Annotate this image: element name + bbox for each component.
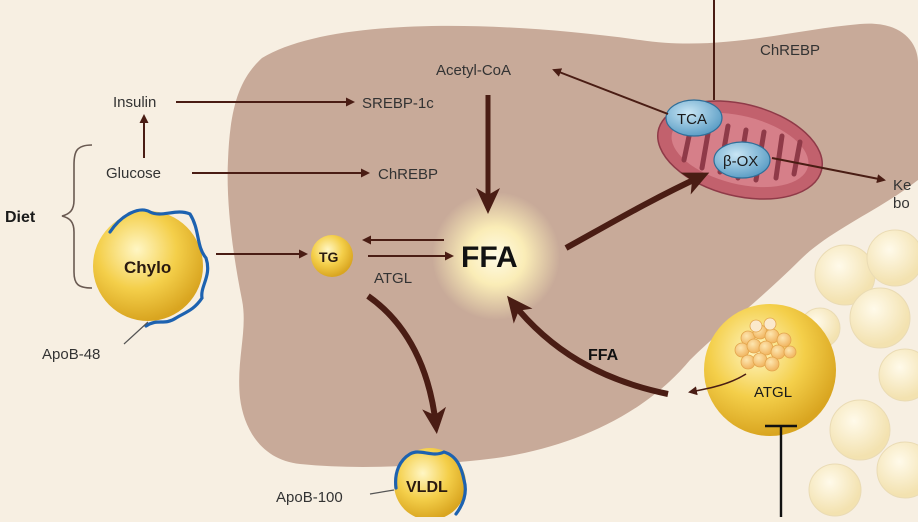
apob48-chain [108, 208, 210, 328]
chrebp-liver-label: ChREBP [378, 166, 438, 183]
acetyl-coa-label: Acetyl-CoA [436, 62, 511, 79]
tca-to-acetylcoa-arrow [552, 68, 669, 115]
atgl-liver-label: ATGL [374, 270, 412, 287]
ffa-to-betaox-arrow [564, 172, 710, 251]
vldl-particle: VLDL [394, 448, 467, 520]
beta-ox-label: β-OX [723, 153, 758, 170]
tca-node: TCA [665, 99, 723, 137]
betaox-to-ketone-arrow [771, 157, 886, 184]
insulin-label: Insulin [113, 94, 156, 111]
ffa-flux-label: FFA [588, 347, 619, 364]
ketone-label-line2: bo [893, 195, 910, 212]
apob48-label: ApoB-48 [42, 346, 100, 363]
apob48-pointer [123, 321, 149, 345]
chrebp-top-label: ChREBP [760, 42, 820, 59]
tg-particle: TG [311, 235, 353, 277]
chylo-label: Chylo [124, 258, 171, 277]
tca-label: TCA [677, 111, 707, 128]
ffa-glow [432, 192, 560, 320]
glucose-label: Glucose [106, 165, 161, 182]
atgl-adipose-label: ATGL [754, 384, 792, 401]
adipocyte: ATGL [704, 304, 836, 436]
beta-ox-node: β-OX [713, 141, 771, 179]
tg-label: TG [319, 249, 339, 265]
diet-label: Diet [5, 209, 36, 226]
srebp-label: SREBP-1c [362, 95, 434, 112]
lipolysis-arrow [688, 373, 747, 396]
apob100-label: ApoB-100 [276, 489, 343, 506]
lipid-droplets [734, 317, 797, 372]
tg-to-vldl-arrow [366, 293, 447, 434]
diet-brace [61, 144, 93, 289]
adipose-to-ffa-arrow [507, 295, 669, 397]
vldl-label: VLDL [406, 479, 448, 496]
chylo-particle: Chylo [93, 208, 210, 328]
apob100-pointer [369, 489, 395, 495]
ketone-label-line1: Ke [893, 177, 911, 194]
apob100-chain [394, 450, 467, 516]
ffa-center-label: FFA [461, 241, 518, 274]
